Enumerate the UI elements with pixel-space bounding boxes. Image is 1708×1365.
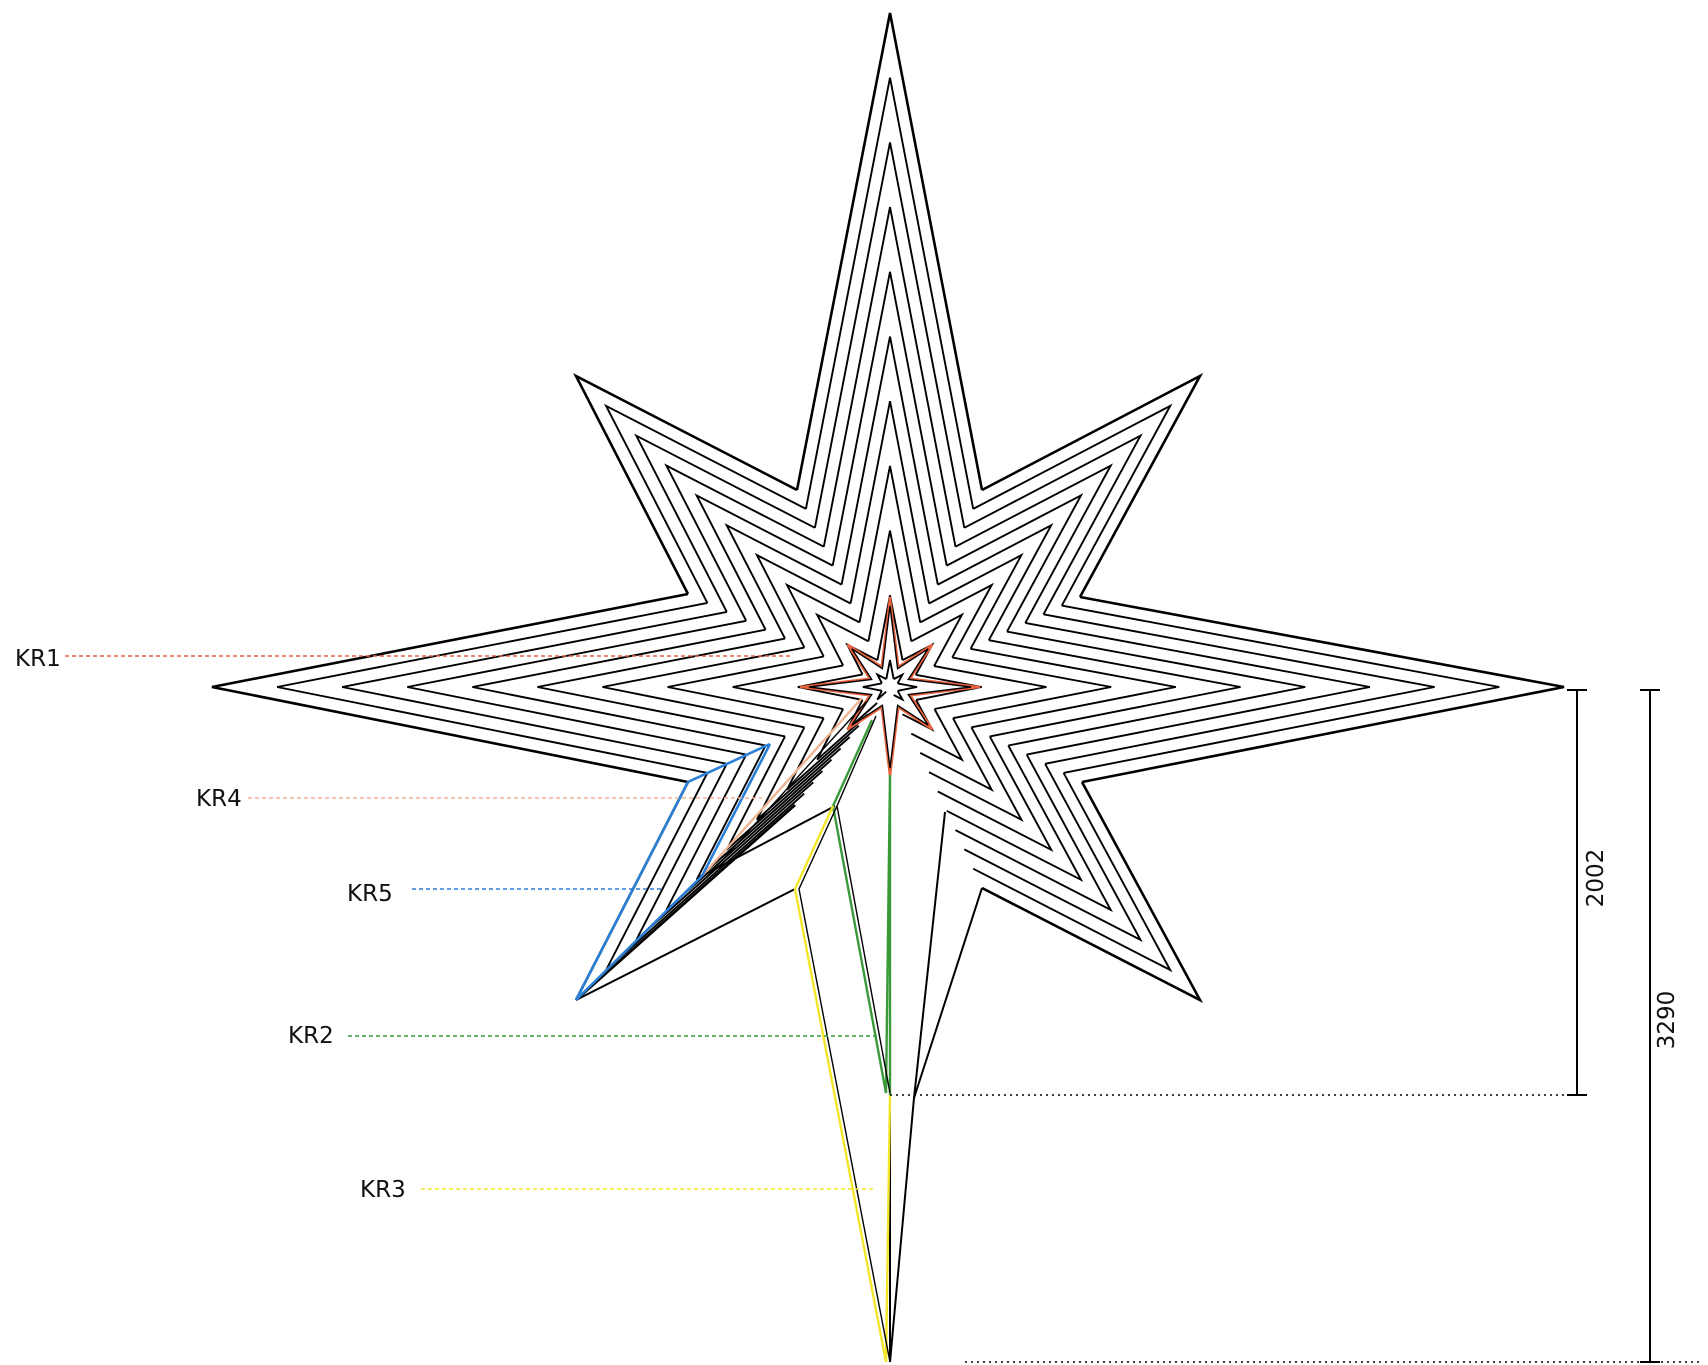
star-point-left-line-4 [472, 628, 766, 747]
label-kr3: KR3 [360, 1177, 406, 1203]
star-point-top-line-2 [813, 142, 966, 528]
star-point-lower-right-line-1 [972, 772, 1173, 973]
part-kr3-panel [793, 805, 892, 1363]
star-point-top-line-3 [822, 206, 957, 547]
star-point-top-line-4 [831, 271, 948, 566]
star-point-top-line-10 [885, 659, 895, 680]
star-point-lower-left-line-9 [846, 699, 878, 731]
star-point-top-line-6 [849, 401, 930, 604]
star-point-right-line-6 [970, 647, 1176, 729]
lower-left-outer-edge [575, 888, 796, 1001]
star-point-top-line-8 [867, 530, 913, 642]
dimension-lines [890, 689, 1700, 1363]
star-point-upper-right-line-7 [919, 582, 995, 658]
star-point-left-line-0 [211, 592, 689, 784]
star-point-right-line-10 [897, 682, 918, 692]
star-point-right-line-2 [1043, 613, 1435, 765]
star-point-upper-right-line-2 [963, 433, 1143, 615]
star-point-upper-left-line-8 [815, 612, 869, 666]
highlighted-parts [574, 596, 981, 1363]
star-hatch-lines [276, 77, 1500, 973]
star-point-upper-right-line-10 [893, 672, 905, 684]
label-kr1: KR1 [15, 646, 61, 672]
star-point-upper-left-line-1 [603, 403, 807, 604]
label-kr2: KR2 [288, 1023, 334, 1049]
star-point-right-line-0 [1079, 595, 1565, 784]
star-point-right-line-7 [952, 656, 1112, 720]
star-point-upper-left-line-2 [634, 433, 816, 613]
label-kr5: KR5 [347, 881, 393, 907]
part-kr3-panel-outline [798, 805, 891, 1363]
star-point-lower-right-line-5 [937, 735, 1054, 853]
dimension-2002: 2002 [1583, 849, 1609, 908]
star-point-left-line-3 [407, 619, 747, 756]
star-point-left-line-6 [602, 646, 805, 729]
star-point-lower-right-line-7 [919, 717, 994, 792]
star-point-upper-left-line-5 [724, 523, 843, 640]
star-point-right-line-8 [933, 665, 1047, 710]
star-point-right-line-3 [1025, 621, 1371, 756]
star-point-lower-left-line-10 [876, 690, 887, 701]
star-point-left-line-10 [862, 682, 883, 692]
star-point-upper-right-line-5 [937, 523, 1054, 641]
star-point-top-line-9 [876, 595, 904, 661]
star-point-left-line-2 [342, 610, 727, 765]
star-point-lower-right-line-3 [955, 754, 1113, 913]
bottom-right-inner [913, 887, 983, 1099]
star-point-lower-left-line-8 [816, 708, 869, 761]
star-point-upper-right-line-6 [928, 552, 1024, 650]
part-kr4-panel [701, 697, 863, 877]
label-kr4: KR4 [196, 786, 242, 812]
star-point-left-line-1 [276, 601, 708, 774]
star-point-upper-right-line-8 [910, 612, 965, 667]
star-point-left-line-9 [797, 673, 863, 701]
star-point-lower-right-line-8 [910, 708, 965, 762]
star-point-upper-left-line-10 [875, 672, 887, 684]
leader-lines [65, 655, 880, 1190]
star-point-right-line-4 [1006, 630, 1306, 747]
star-point-left-line-8 [732, 664, 844, 710]
star-point-lower-right-line-6 [928, 726, 1024, 822]
star-point-lower-right-line-10 [893, 690, 905, 702]
dimension-3290: 3290 [1654, 991, 1680, 1050]
star-point-left-line-5 [537, 637, 786, 738]
star-point-upper-left-line-4 [694, 493, 834, 631]
star-point-lower-right-line-4 [946, 745, 1084, 883]
star-point-upper-left-line-6 [754, 552, 852, 649]
part-kr1-inner-star-inner [808, 605, 972, 769]
star-point-left-line-7 [667, 655, 824, 720]
part-kr2-panel-outline [836, 715, 891, 1094]
star-point-upper-right-line-4 [946, 493, 1084, 633]
star-point-right-line-1 [1061, 604, 1500, 774]
star-point-upper-right-line-0 [981, 372, 1204, 598]
star-point-right-line-5 [988, 639, 1241, 738]
star-point-lower-left-line-6 [756, 726, 851, 821]
part-kr2-panel [831, 719, 892, 1095]
star-point-upper-left-line-7 [784, 582, 860, 657]
star-point-upper-right-line-1 [972, 403, 1173, 607]
star-point-top-line-7 [858, 465, 922, 623]
part-kr4-panel-outline [705, 701, 867, 879]
star-point-top-line-0 [795, 12, 984, 491]
star-point-top-line-5 [840, 336, 939, 585]
star-point-right-line-9 [915, 673, 982, 701]
star-point-lower-right-line-2 [963, 763, 1143, 943]
star-point-upper-left-line-0 [572, 372, 798, 595]
part-kr5-panel [574, 742, 772, 1001]
star-point-upper-right-line-3 [955, 463, 1114, 624]
star-point-upper-left-line-3 [664, 463, 825, 622]
star-point-top-line-1 [804, 77, 975, 510]
star-point-lower-right-line-0 [981, 781, 1204, 1004]
